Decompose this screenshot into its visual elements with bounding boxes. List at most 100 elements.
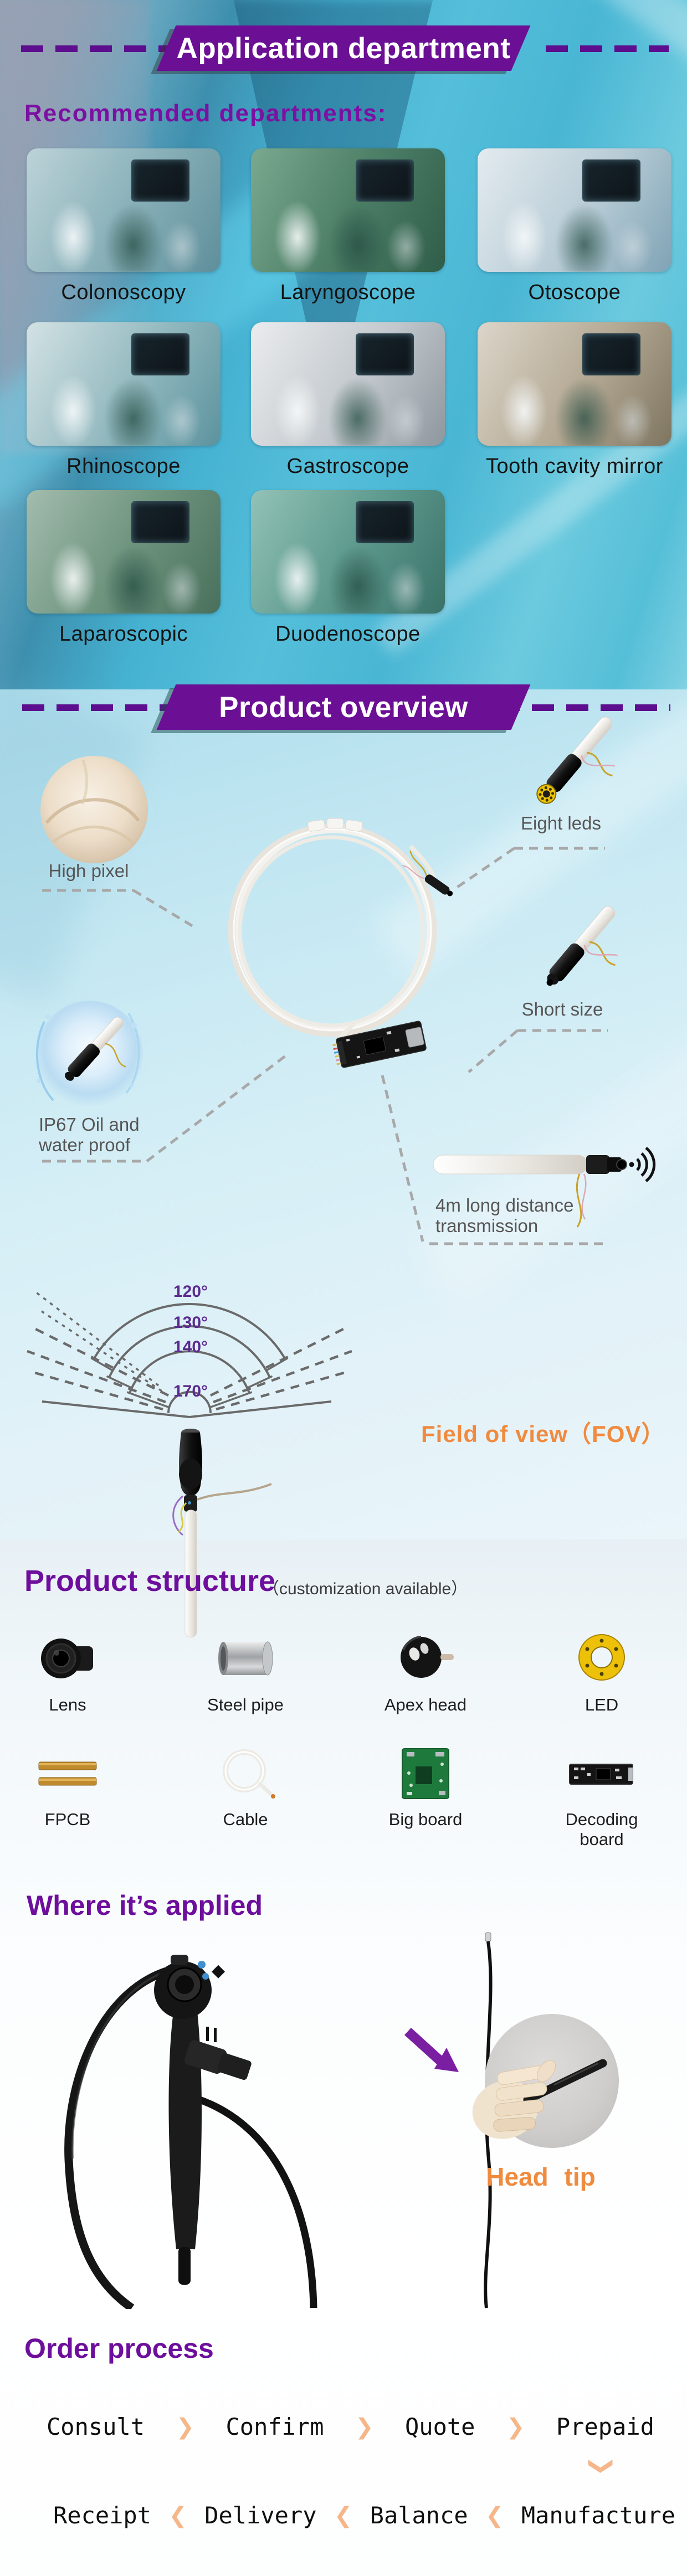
part-label: Cable	[223, 1810, 268, 1829]
rhinoscope-photo	[27, 322, 221, 446]
steel-pipe-icon	[218, 1641, 273, 1676]
banner-title: Product overview	[219, 691, 468, 724]
chevron-right-icon: ❯	[176, 2414, 195, 2440]
part-label: Steel pipe	[207, 1695, 284, 1714]
order-step: Quote	[405, 2413, 475, 2440]
fov-angle-label: 170°	[173, 1382, 208, 1400]
lens-icon	[41, 1639, 93, 1678]
pcb-board-image	[332, 1021, 427, 1068]
product-overview-graphics: 120° 130° 140° 170°	[27, 717, 656, 1638]
fov-caption: Field of view（FOV）	[421, 1421, 665, 1447]
feature-label-long-distance: 4m long distance transmission	[435, 1195, 574, 1236]
where-applied-title: Where it’s applied	[27, 1890, 263, 1921]
department-label: Laparoscopic	[59, 622, 188, 646]
chevron-right-icon: ❯	[506, 2414, 525, 2440]
part-item: Decoding board	[546, 1740, 657, 1849]
short-size-probe-image	[546, 906, 618, 986]
department-label: Gastroscope	[286, 455, 409, 478]
field-of-view-diagram: 120° 130° 140° 170°	[27, 1282, 352, 1419]
part-item: Lens	[12, 1625, 123, 1715]
part-item: Apex head	[370, 1625, 481, 1715]
order-step: Balance	[370, 2502, 468, 2529]
part-label: LED	[585, 1695, 619, 1714]
part-label: FPCB	[44, 1810, 91, 1829]
banner-dash-right	[498, 704, 670, 711]
arrow-icon	[404, 2028, 459, 2072]
part-label: Decoding board	[565, 1810, 638, 1849]
part-item: Cable	[190, 1740, 301, 1830]
callout-dashed-lines	[42, 847, 608, 1245]
decoding-board-icon	[569, 1764, 633, 1785]
fov-angle-label: 130°	[173, 1313, 208, 1332]
order-step: Consult	[47, 2413, 145, 2440]
coiled-cable-image	[228, 818, 437, 1043]
order-process-title: Order process	[24, 2333, 214, 2364]
chevron-right-icon: ❯	[355, 2414, 374, 2440]
feature-label-eight-leds: Eight leds	[521, 813, 601, 833]
department-card: Laparoscopic	[27, 490, 221, 646]
part-label: Lens	[49, 1695, 86, 1714]
fov-angle-label: 140°	[173, 1338, 208, 1356]
duodenoscope-photo	[251, 490, 445, 614]
department-card: Colonoscopy	[27, 148, 221, 305]
cable-end-connector-image	[402, 851, 453, 897]
part-item: LED	[546, 1625, 657, 1715]
apex-head-icon	[401, 1636, 454, 1678]
order-step: Prepaid	[556, 2413, 654, 2440]
department-label: Colonoscopy	[61, 281, 186, 304]
banner-dash-right	[546, 45, 669, 52]
department-card: Tooth cavity mirror	[478, 322, 671, 478]
order-steps-backward: Receipt ❮ Delivery ❮ Balance ❮ Manufactu…	[53, 2502, 675, 2529]
order-step: Manufacture	[521, 2502, 675, 2529]
product-structure-subtitle: （customization available）	[263, 1580, 468, 1598]
application-department-banner: Application department	[156, 25, 531, 71]
fpcb-icon	[38, 1761, 97, 1786]
head-tip-caption: Head tip	[486, 2162, 596, 2191]
long-distance-camera-image	[433, 1147, 656, 1228]
order-step: Receipt	[53, 2502, 152, 2529]
department-card: Laryngoscope	[251, 148, 445, 305]
cable-icon	[223, 1749, 275, 1799]
department-label: Otoscope	[528, 281, 621, 304]
camera-probe-image	[172, 1429, 272, 1638]
chevron-left-icon: ❮	[334, 2502, 353, 2528]
order-steps-forward: Consult ❯ Confirm ❯ Quote ❯ Prepaid	[47, 2413, 654, 2440]
banner-dash-left	[22, 704, 175, 711]
product-overview-banner: Product overview	[156, 684, 531, 730]
colonoscopy-photo	[27, 148, 221, 272]
part-item: FPCB	[12, 1740, 123, 1830]
chevron-left-icon: ❮	[485, 2502, 504, 2528]
ip67-waterproof-image	[35, 1001, 143, 1107]
chevron-left-icon: ❮	[168, 2502, 187, 2528]
department-label: Duodenoscope	[275, 622, 421, 646]
head-tip-image	[472, 2014, 619, 2148]
department-label: Rhinoscope	[66, 455, 181, 478]
eight-leds-probe-image	[536, 717, 615, 804]
high-pixel-image	[40, 756, 148, 863]
signal-waves-icon	[629, 1147, 656, 1182]
laparoscopic-photo	[27, 490, 221, 614]
laryngoscope-photo	[251, 148, 445, 272]
led-icon	[578, 1634, 625, 1681]
chevron-down-icon: ❯	[587, 2456, 616, 2476]
gastroscope-photo	[251, 322, 445, 446]
big-board-icon	[402, 1748, 449, 1799]
endoscope-device-image	[64, 1955, 317, 2309]
order-step: Confirm	[225, 2413, 324, 2440]
department-card: Rhinoscope	[27, 322, 221, 478]
department-card: Otoscope	[478, 148, 671, 305]
feature-label-short-size: Short size	[521, 999, 603, 1019]
insertion-probe-image	[484, 1932, 493, 2309]
part-label: Apex head	[384, 1695, 467, 1714]
tooth-cavity-mirror-photo	[478, 322, 671, 446]
part-item: Big board	[370, 1740, 481, 1830]
feature-label-high-pixel: High pixel	[48, 861, 129, 881]
department-label: Laryngoscope	[280, 281, 416, 304]
department-card: Gastroscope	[251, 322, 445, 478]
endoscope-application-graphics	[64, 1932, 619, 2309]
part-label: Big board	[388, 1810, 463, 1829]
department-card: Duodenoscope	[251, 490, 445, 646]
part-item: Steel pipe	[190, 1625, 301, 1715]
order-step: Delivery	[204, 2502, 317, 2529]
